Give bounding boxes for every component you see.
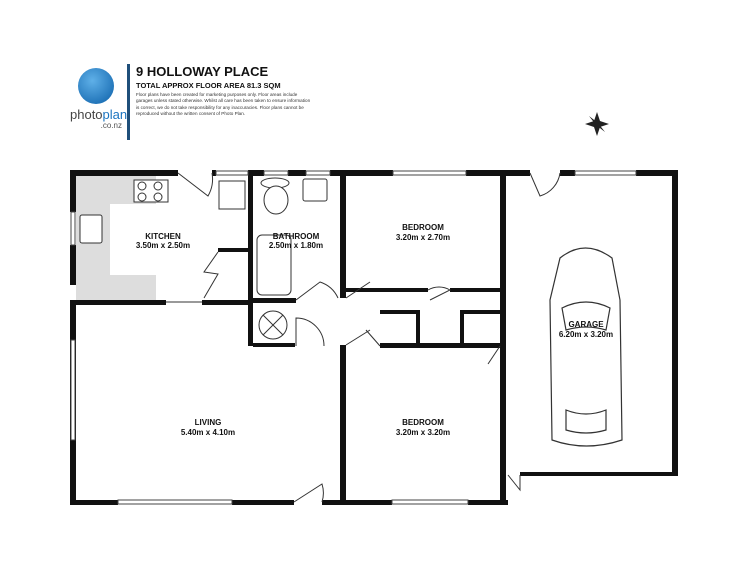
room-kitchen: KITCHEN 3.50m x 2.50m — [136, 232, 190, 250]
doors — [166, 172, 561, 503]
svg-text:2.50m x 1.80m: 2.50m x 1.80m — [269, 241, 323, 250]
property-title: 9 HOLLOWAY PLACE — [136, 64, 269, 79]
basin-icon — [302, 178, 328, 202]
svg-text:5.40m x 4.10m: 5.40m x 4.10m — [181, 428, 235, 437]
svg-text:KITCHEN: KITCHEN — [145, 232, 181, 241]
svg-text:GARAGE: GARAGE — [568, 320, 604, 329]
washer-icon — [218, 180, 246, 210]
svg-text:6.20m x 3.20m: 6.20m x 3.20m — [559, 330, 613, 339]
house-logo-icon — [78, 68, 114, 104]
floor-area: TOTAL APPROX FLOOR AREA 81.3 SQM — [136, 81, 281, 90]
room-garage: GARAGE 6.20m x 3.20m — [559, 320, 613, 339]
svg-text:LIVING: LIVING — [195, 418, 222, 427]
svg-text:BEDROOM: BEDROOM — [402, 223, 444, 232]
kitchen-sink-icon — [79, 214, 103, 244]
room-bedroom-1: BEDROOM 3.20m x 2.70m — [396, 223, 450, 242]
fixtures — [79, 177, 328, 340]
room-bedroom-2: BEDROOM 3.20m x 3.20m — [396, 418, 450, 437]
svg-text:BEDROOM: BEDROOM — [402, 418, 444, 427]
compass-rose-icon — [585, 112, 609, 136]
svg-text:3.20m x 2.70m: 3.20m x 2.70m — [396, 233, 450, 242]
disclaimer: Floor plans have been created for market… — [136, 92, 311, 116]
svg-text:3.20m x 3.20m: 3.20m x 3.20m — [396, 428, 450, 437]
room-bathroom: BATHROOM 2.50m x 1.80m — [269, 232, 323, 250]
svg-text:BATHROOM: BATHROOM — [273, 232, 320, 241]
room-living: LIVING 5.40m x 4.10m — [181, 418, 235, 437]
svg-text:3.50m x 2.50m: 3.50m x 2.50m — [136, 241, 190, 250]
photoplan-logo: photoplan .co.nz — [70, 68, 127, 130]
header-divider — [127, 64, 130, 140]
header: 9 HOLLOWAY PLACE TOTAL APPROX FLOOR AREA… — [136, 64, 311, 117]
car-icon — [549, 247, 623, 447]
bath-icon — [256, 234, 292, 296]
windows — [70, 170, 637, 505]
